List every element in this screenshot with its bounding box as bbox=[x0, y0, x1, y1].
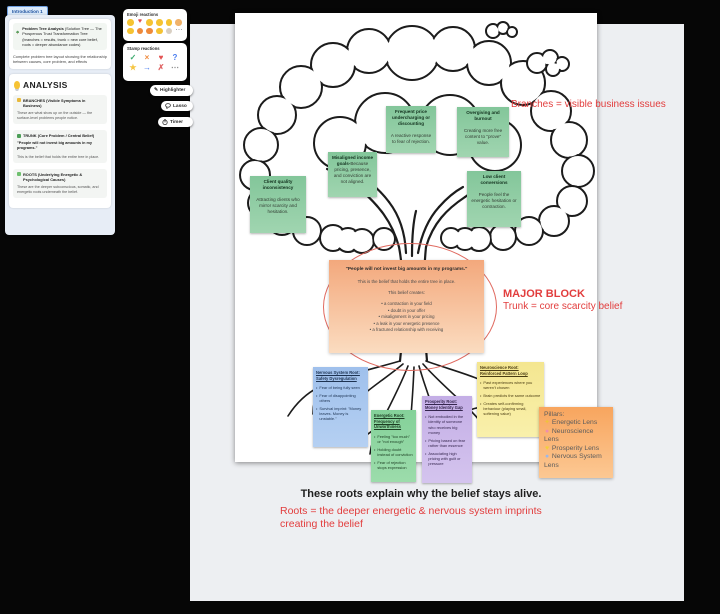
flag-emoji[interactable] bbox=[165, 27, 173, 34]
section-branches: BRANCHES (Visible Symptoms in Business) … bbox=[13, 94, 107, 125]
stamp-panel-title: Stamp reactions bbox=[127, 46, 160, 51]
lasso-button[interactable]: Lasso bbox=[161, 101, 193, 111]
intro-title: Problem Tree Analysis (Solution Tree — T… bbox=[22, 26, 102, 47]
smiling-emoji[interactable] bbox=[156, 19, 163, 26]
belief-bullet: a fractured relationship with receiving bbox=[337, 327, 476, 332]
sticky-overgiving[interactable]: Overgiving and burnout Creating more fre… bbox=[457, 107, 509, 157]
highlighter-button[interactable]: ✎ Highlighter bbox=[150, 85, 193, 96]
emoji-panel-title: Emoji reactions bbox=[127, 12, 159, 17]
core-belief-box[interactable]: "People will not invest big amounts in m… bbox=[329, 260, 484, 353]
pillar-item: ✦ Energetic Lens bbox=[544, 419, 598, 427]
sticky-title: Misaligned income goals- bbox=[331, 155, 374, 166]
major-block-annotation[interactable]: MAJOR BLOCK bbox=[503, 288, 585, 300]
highlighter-icon: ✎ bbox=[154, 88, 159, 93]
sticky-body: People feel the energetic hesitation or … bbox=[471, 191, 517, 209]
sticky-title: Overgiving and burnout bbox=[466, 110, 500, 121]
intro-card: Problem Tree Analysis (Solution Tree — T… bbox=[9, 19, 111, 69]
belief-bullet: doubt in your offer bbox=[337, 308, 476, 313]
sticky-body: Because pricing, presence, and convictio… bbox=[333, 160, 372, 184]
more-options[interactable]: ⋯ bbox=[175, 26, 183, 34]
belief-bullet: misalignment in your pricing bbox=[337, 314, 476, 319]
sticky-nervous-system-root[interactable]: Nervous System Root: Safety Dysregulatio… bbox=[313, 367, 368, 447]
sticky-misaligned-income[interactable]: Misaligned income goals-Because pricing,… bbox=[328, 152, 377, 197]
lasso-icon bbox=[165, 103, 171, 109]
sticky-title: Energetic Root: Frequency of Unworthines… bbox=[374, 413, 405, 430]
belief-line1: This is the belief that holds the entire… bbox=[357, 279, 456, 284]
star-stamp[interactable]: ★ bbox=[129, 63, 137, 72]
heart-icon: ♥ bbox=[544, 444, 550, 452]
pillar-item: ● Nervous System Lens bbox=[544, 453, 602, 469]
sticky-neuroscience-root[interactable]: Neuroscience Root: Reinforced Pattern Lo… bbox=[477, 362, 544, 437]
sticky-prosperity-root[interactable]: Prosperity Root: Money Identity Gap Not … bbox=[422, 396, 472, 483]
sticky-client-quality[interactable]: Client quality inconsistency Attracting … bbox=[250, 176, 306, 233]
sticky-energetic-root[interactable]: Energetic Root: Frequency of Unworthines… bbox=[371, 410, 416, 482]
trunk-icon bbox=[17, 133, 21, 138]
analysis-card: ANALYSIS BRANCHES (Visible Symptoms in B… bbox=[9, 73, 111, 209]
belief-bullet: a contraction in your field bbox=[337, 301, 476, 306]
sticky-body: A reactive response to fear of rejection… bbox=[390, 132, 432, 144]
belief-line2: This belief creates: bbox=[388, 290, 425, 295]
branches-annotation[interactable]: Branches = visible business issues bbox=[511, 99, 666, 110]
pillars-title: Pillars: bbox=[544, 411, 565, 418]
sticky-title: Nervous System Root: Safety Dysregulatio… bbox=[316, 370, 360, 381]
pillar-item: ● Neuroscience Lens bbox=[544, 427, 594, 444]
emoji-reactions-panel: Emoji reactions ♥ ⋯ bbox=[123, 9, 187, 41]
section-trunk: TRUNK (Core Problem / Central Belief) "P… bbox=[13, 130, 107, 163]
tree-icon bbox=[16, 30, 20, 35]
roots-footer-annotation[interactable]: Roots = the deeper energetic & nervous s… bbox=[280, 505, 542, 531]
timer-icon bbox=[162, 119, 168, 125]
cross-stamp[interactable]: × bbox=[144, 52, 150, 62]
trunk-highlight-ellipse[interactable] bbox=[323, 243, 497, 371]
belief-bullet: a leak in your energetic presence bbox=[337, 321, 476, 326]
sticky-title: Prosperity Root: Money Identity Gap bbox=[425, 399, 463, 410]
sticky-title: Neuroscience Root: Reinforced Pattern Lo… bbox=[480, 365, 528, 376]
megaphone-emoji[interactable] bbox=[136, 27, 144, 34]
check-stamp[interactable]: ✓ bbox=[129, 52, 137, 62]
sticky-title: Client quality inconsistency bbox=[262, 179, 294, 190]
angry-emoji[interactable] bbox=[146, 27, 153, 34]
dot-icon: ● bbox=[544, 453, 550, 461]
stamp-reactions-panel: Stamp reactions ✓ × ♥ ? ★ → ✗ ⋯ bbox=[123, 43, 187, 81]
thumbs-up-emoji[interactable] bbox=[127, 27, 134, 34]
surprised-emoji[interactable] bbox=[146, 19, 153, 26]
heart-emoji[interactable]: ♥ bbox=[137, 18, 143, 25]
branch-leaf-icon bbox=[17, 98, 21, 103]
sad-emoji[interactable] bbox=[165, 19, 173, 26]
brain-icon: ● bbox=[544, 427, 550, 435]
pillar-item: ♥ Prosperity Lens bbox=[544, 444, 600, 452]
lightbulb-icon bbox=[14, 80, 20, 89]
trunk-annotation[interactable]: Trunk = core scarcity belief bbox=[503, 301, 623, 312]
roots-icon bbox=[17, 172, 21, 177]
analysis-heading: ANALYSIS bbox=[14, 80, 107, 90]
belief-quote: "People will not invest big amounts in m… bbox=[345, 267, 468, 272]
intro-description: Complete problem tree layout showing the… bbox=[13, 54, 107, 65]
sticky-body: Creating more free content to "prove" va… bbox=[463, 127, 503, 145]
question-stamp[interactable]: ? bbox=[172, 52, 178, 62]
sticky-title: Frequent price undercharging or discount… bbox=[391, 109, 431, 126]
timer-button[interactable]: Timer bbox=[158, 117, 193, 127]
praying-emoji[interactable] bbox=[175, 19, 182, 26]
sparkle-icon: ✦ bbox=[544, 419, 550, 427]
introduction-sidebar: Problem Tree Analysis (Solution Tree — T… bbox=[5, 15, 115, 235]
section-roots: ROOTS (Underlying Energetic & Psychologi… bbox=[13, 168, 107, 199]
tree-illustration[interactable] bbox=[235, 13, 597, 462]
arrow-stamp[interactable]: → bbox=[143, 63, 151, 72]
pillars-sticky[interactable]: Pillars: ✦ Energetic Lens ● Neuroscience… bbox=[539, 407, 613, 478]
thinking-emoji[interactable] bbox=[156, 27, 163, 34]
heart-stamp[interactable]: ♥ bbox=[158, 52, 164, 62]
scribble-stamp[interactable]: ✗ bbox=[157, 63, 165, 72]
sticky-body: Attracting clients who mirror scarcity a… bbox=[256, 196, 300, 214]
sticky-price-undercharging[interactable]: Frequent price undercharging or discount… bbox=[386, 106, 436, 153]
sticky-title: Low client conversions bbox=[480, 174, 508, 185]
more-options[interactable]: ⋯ bbox=[171, 63, 179, 72]
roots-footer-statement[interactable]: These roots explain why the belief stays… bbox=[300, 488, 542, 500]
laughing-emoji[interactable] bbox=[127, 19, 134, 26]
sticky-low-conversions[interactable]: Low client conversions People feel the e… bbox=[467, 171, 521, 227]
